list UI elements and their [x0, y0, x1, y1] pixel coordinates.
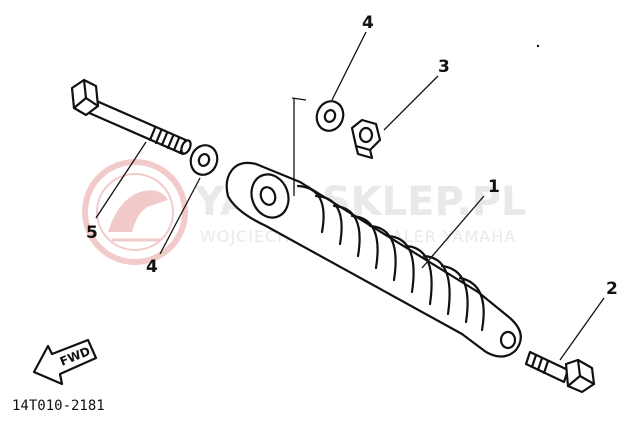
callout-5: 5 — [86, 223, 98, 243]
part-5-bolt — [70, 78, 192, 156]
part-2-bolt — [524, 350, 596, 394]
scan-speck — [536, 44, 540, 48]
fwd-arrow: FWD — [32, 338, 98, 386]
part-1-shock-absorber — [225, 161, 522, 358]
callout-2: 2 — [606, 279, 618, 299]
callout-3: 3 — [438, 57, 450, 77]
callout-1: 1 — [488, 177, 500, 197]
watermark-logo — [82, 159, 188, 265]
callout-4-top: 4 — [362, 13, 374, 33]
diagram-code: 14T010-2181 — [12, 398, 105, 414]
part-4-washer-top — [315, 100, 345, 132]
part-3-nut — [350, 118, 382, 160]
callout-4-left: 4 — [146, 257, 158, 277]
part-4-washer-left — [189, 144, 219, 176]
leader-lines — [95, 31, 605, 361]
shock-spring — [296, 184, 485, 332]
